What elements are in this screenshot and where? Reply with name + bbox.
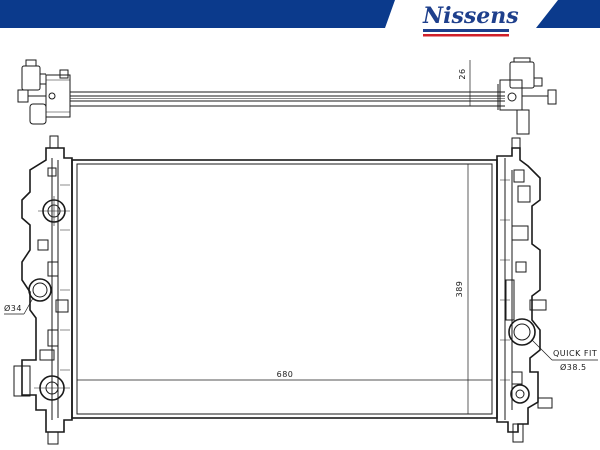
right-tank bbox=[496, 137, 553, 443]
height-dimension: 389 bbox=[455, 163, 472, 415]
outlet-callout: QUICK FIT Ø38.5 bbox=[531, 339, 598, 372]
right-banner-stripe bbox=[536, 0, 600, 28]
outlet-diameter-label: Ø38.5 bbox=[560, 362, 587, 372]
header-banner: Nissens bbox=[0, 0, 600, 37]
outlet-type-label: QUICK FIT bbox=[553, 349, 597, 358]
inlet-callout: Ø34 bbox=[4, 297, 34, 315]
radiator-core bbox=[71, 159, 498, 419]
top-view: 26 bbox=[17, 57, 557, 135]
width-dimension: 680 bbox=[76, 370, 493, 384]
depth-dimension: 26 bbox=[458, 60, 474, 107]
logo-wordmark: Nissens bbox=[422, 3, 519, 29]
depth-label: 26 bbox=[458, 68, 467, 79]
inlet-diameter-label: Ø34 bbox=[4, 303, 22, 313]
outlet-pipe bbox=[508, 318, 536, 346]
top-view-right-tank bbox=[497, 57, 557, 135]
logo-underline-red bbox=[423, 34, 509, 37]
nissens-logo: Nissens bbox=[422, 3, 519, 37]
inlet-pipe bbox=[28, 278, 52, 302]
width-label: 680 bbox=[277, 370, 294, 379]
left-banner-stripe bbox=[0, 0, 395, 28]
logo-underline-blue bbox=[423, 29, 509, 32]
left-tank bbox=[13, 135, 73, 445]
front-view: 680 389 Ø34 QUICK FIT Ø38.5 bbox=[4, 135, 598, 445]
top-view-left-tank bbox=[17, 59, 71, 125]
height-label: 389 bbox=[455, 281, 464, 298]
